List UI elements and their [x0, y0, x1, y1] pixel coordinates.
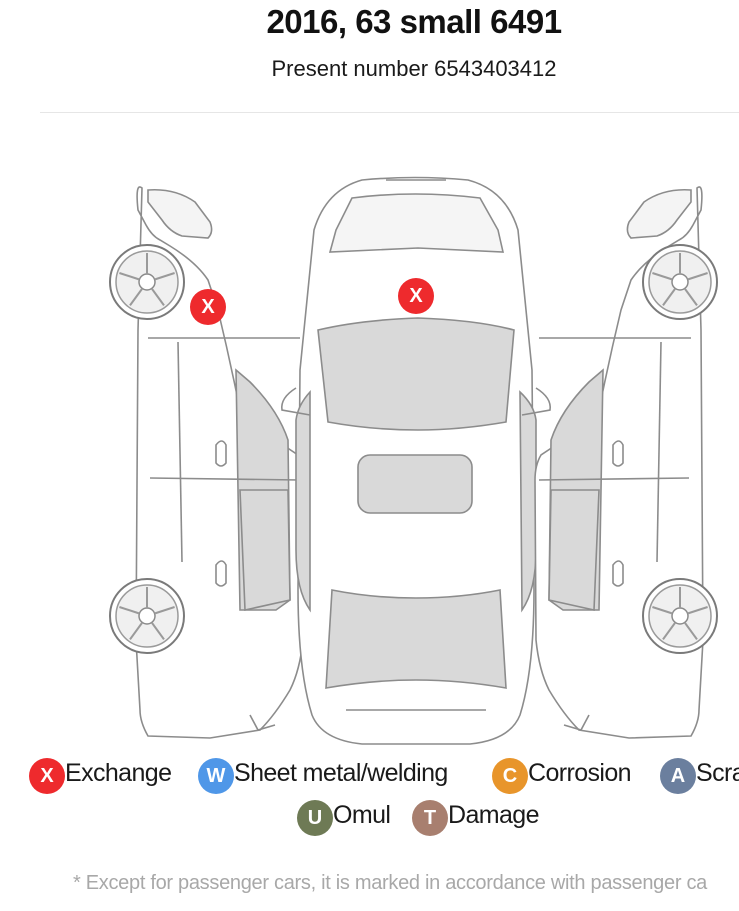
wheel-icon	[642, 578, 718, 654]
damage-marker-exchange[interactable]: X	[398, 278, 434, 314]
legend-label: Omul	[333, 801, 391, 829]
legend-label: Scra	[696, 759, 739, 787]
divider	[40, 112, 739, 113]
scratch-icon: A	[660, 758, 696, 794]
top-view	[280, 176, 552, 745]
wheel-icon	[642, 244, 718, 320]
car-diagram: X X	[100, 170, 739, 750]
legend-row-1: X Exchange W Sheet metal/welding C Corro…	[0, 757, 739, 795]
legend-label: Damage	[448, 801, 540, 829]
legend-label: Exchange	[65, 759, 172, 787]
present-number: Present number 6543403412	[271, 56, 557, 81]
exchange-icon: X	[29, 758, 65, 794]
sheet-metal-icon: W	[198, 758, 234, 794]
corrosion-icon: C	[492, 758, 528, 794]
page-title: 2016, 63 small 6491	[266, 3, 562, 40]
marker-symbol: X	[201, 296, 215, 318]
omul-icon: U	[297, 800, 333, 836]
wheel-icon	[109, 244, 185, 320]
legend-label: Corrosion	[528, 759, 632, 787]
legend-row-2: U Omul T Damage	[0, 799, 739, 837]
damage-icon: T	[412, 800, 448, 836]
car-diagram-svg	[109, 176, 718, 745]
legend-label: Sheet metal/welding	[234, 759, 448, 787]
marker-symbol: X	[409, 285, 423, 307]
footnote: * Except for passenger cars, it is marke…	[73, 872, 707, 894]
wheel-icon	[109, 578, 185, 654]
damage-marker-exchange[interactable]: X	[190, 289, 226, 325]
